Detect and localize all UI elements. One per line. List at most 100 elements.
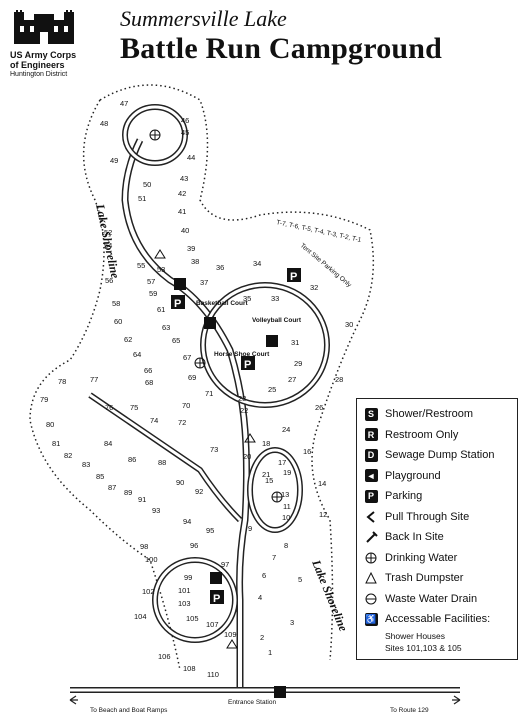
site-number: 52 <box>104 228 112 237</box>
site-number: 11 <box>283 502 291 511</box>
site-number: 9 <box>248 524 252 533</box>
svg-text:P: P <box>174 298 181 310</box>
legend-item: Drinking Water <box>363 548 511 569</box>
accessible-icon: ♿ <box>364 612 378 626</box>
site-number: 98 <box>140 542 148 551</box>
legend-item: Pull Through Site <box>363 507 511 528</box>
legend-item-label: Restroom Only <box>385 428 459 441</box>
site-number: 27 <box>288 375 296 384</box>
site-number: 59 <box>149 289 157 298</box>
site-number: 84 <box>104 439 112 448</box>
site-number: 14 <box>318 479 326 488</box>
basketball-court-label: Basketball Court <box>196 300 248 307</box>
shower-restroom-icon <box>174 278 186 290</box>
legend-item-label: Accessable Facilities: <box>385 613 491 626</box>
site-number: 83 <box>82 460 90 469</box>
site-number: 61 <box>157 305 165 314</box>
legend-item-label: Pull Through Site <box>385 510 470 523</box>
waste-water-icon <box>363 591 379 607</box>
site-number: 66 <box>144 366 152 375</box>
site-number: 72 <box>178 418 186 427</box>
restroom-icon: R <box>363 427 379 443</box>
site-number: 41 <box>178 207 186 216</box>
tent-sites-label: T-7, T-6, T-5, T-4, T-3, T-2, T-1 <box>276 219 363 244</box>
legend-item: ♿ Accessable Facilities: <box>363 609 511 630</box>
site-number: 69 <box>188 373 196 382</box>
site-number: 62 <box>124 335 132 344</box>
back-in-icon <box>363 529 379 545</box>
site-number: 7 <box>272 553 276 562</box>
site-number: 103 <box>178 599 191 608</box>
site-number: 104 <box>134 612 147 621</box>
to-route-label: To Route 129 <box>390 707 429 714</box>
playground-icon <box>204 317 216 329</box>
site-number: 88 <box>158 458 166 467</box>
drinking-water-icon <box>271 491 283 503</box>
site-number: 109 <box>224 630 237 639</box>
legend-item-label: Sewage Dump Station <box>385 449 495 462</box>
legend-item-label: Trash Dumpster <box>385 572 464 585</box>
site-number: 108 <box>183 664 196 673</box>
site-number: 12 <box>319 510 327 519</box>
site-number: 24 <box>282 425 290 434</box>
site-number: 81 <box>52 439 60 448</box>
site-number: 70 <box>182 401 190 410</box>
site-number: 17 <box>278 458 286 467</box>
site-number: 32 <box>310 283 318 292</box>
site-number: 31 <box>291 338 299 347</box>
site-number: 79 <box>40 395 48 404</box>
trash-dumpster-icon <box>244 433 256 443</box>
usace-castle-logo <box>12 8 76 46</box>
site-number: 92 <box>195 487 203 496</box>
site-number: 90 <box>176 478 184 487</box>
agency-line1: US Army Corps <box>10 50 77 60</box>
legend-item-label: Shower/Restroom <box>385 408 474 421</box>
volleyball-court-label: Volleyball Court <box>252 317 302 324</box>
site-number: 49 <box>110 156 118 165</box>
site-number: 76 <box>105 403 113 412</box>
site-number: 21 <box>262 470 270 479</box>
site-number: 36 <box>216 263 224 272</box>
shower-restroom-icon <box>274 686 286 698</box>
site-number: 91 <box>138 495 146 504</box>
parking-icon: P <box>210 590 224 605</box>
site-number: 22 <box>240 406 248 415</box>
site-number: 60 <box>114 317 122 326</box>
site-number: 55 <box>137 261 145 270</box>
site-number: 105 <box>186 614 199 623</box>
pull-through-icon <box>363 509 379 525</box>
legend-item: Waste Water Drain <box>363 589 511 610</box>
site-number: 53 <box>157 265 165 274</box>
site-number: 57 <box>147 277 155 286</box>
site-number: 44 <box>187 153 195 162</box>
site-number: 71 <box>205 389 213 398</box>
trash-dumpster-icon <box>363 570 379 586</box>
drinking-water-icon <box>363 550 379 566</box>
site-number: 99 <box>184 573 192 582</box>
site-number: 10 <box>282 513 290 522</box>
parking-icon: P <box>287 268 301 283</box>
site-number: 43 <box>180 174 188 183</box>
legend-item: R Restroom Only <box>363 425 511 446</box>
site-number: 73 <box>210 445 218 454</box>
legend-note-line1: Shower Houses <box>385 630 446 641</box>
svg-text:P: P <box>244 359 251 371</box>
site-number-labels: 1234567891011121314151617181920212223242… <box>40 99 353 679</box>
site-number: 6 <box>262 571 266 580</box>
tent-parking-label: Tent Site Parking Only <box>299 242 353 289</box>
site-number: 37 <box>200 278 208 287</box>
site-number: 3 <box>290 618 294 627</box>
campground-title: Battle Run Campground <box>120 32 443 65</box>
site-number: 86 <box>128 455 136 464</box>
parking-icon: P <box>171 295 185 310</box>
site-number: 18 <box>262 439 270 448</box>
site-number: 100 <box>145 555 158 564</box>
site-number: 16 <box>303 447 311 456</box>
site-number: 28 <box>335 375 343 384</box>
drinking-water-icon <box>194 357 206 369</box>
legend-item: Back In Site <box>363 527 511 548</box>
site-number: 80 <box>46 420 54 429</box>
